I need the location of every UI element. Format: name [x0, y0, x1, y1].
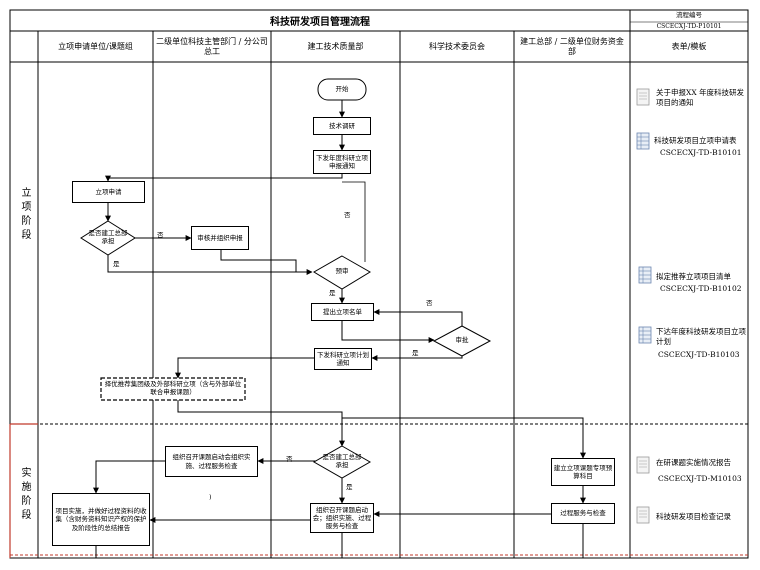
label-yes-3: 是	[412, 349, 419, 357]
node-is-hq: 是否建工总部承担	[322, 453, 362, 469]
node-approval: 审批	[455, 336, 469, 345]
node-survey: 技术调研	[313, 117, 371, 135]
label-yes-1: 是	[113, 260, 120, 268]
spreadsheet-icon	[636, 132, 650, 150]
stray-mark: )	[209, 493, 212, 501]
template-0-text: 关于申报XX 年度科技研发项目的通知	[656, 88, 745, 108]
stage-label-impl: 实施阶段	[19, 467, 30, 523]
node-issue-plan: 下发科研立项计划通知	[314, 348, 372, 370]
template-4-text: 在研课题实施情况报告	[656, 458, 731, 467]
node-kickoff-sub: 组织召开课题启动会组织实施、过程服务检查	[165, 446, 258, 477]
document-icon	[636, 506, 650, 524]
decision-approve-hq	[80, 220, 136, 256]
template-1-text: 科技研发项目立项申请表	[654, 136, 737, 145]
node-preliminary: 预审	[335, 267, 349, 276]
col-header-second-level: 二级单位科技主管部门 / 分公司总工	[156, 36, 268, 56]
node-apply: 立项申请	[72, 181, 145, 203]
stage-label-setup: 立项阶段	[19, 187, 30, 243]
node-implement: 项目实施，并做好过程资料的收集（含财务资料知识产权的保护及阶段性的总结报告	[52, 493, 150, 546]
document-icon	[636, 456, 650, 474]
node-issue-notice: 下发年度科研立项申报通知	[313, 150, 371, 174]
label-yes-4: 是	[346, 483, 353, 491]
node-review-organize: 审核并组织申报	[191, 226, 249, 250]
label-no-2: 否	[344, 211, 351, 219]
spreadsheet-icon	[638, 266, 652, 284]
label-no-3: 否	[426, 299, 433, 307]
document-icon	[636, 88, 650, 106]
template-3-code: CSCECXJ-TD-B10103	[658, 350, 740, 359]
template-2-code: CSCECXJ-TD-B10102	[660, 284, 742, 293]
outer-frame	[9, 9, 749, 559]
page-title: 科技研发项目管理流程	[270, 17, 370, 28]
doc-number-label: 流程编号	[676, 11, 702, 20]
col-header-apply: 立项申请单位/课题组	[58, 41, 133, 51]
col-header-stage	[10, 31, 38, 62]
node-publish: 择优推荐集团级及外部科研立项（含与外部单位联合申报课题）	[104, 380, 242, 396]
decision-preliminary	[313, 255, 371, 290]
node-submit-list: 提出立项名单	[311, 303, 374, 321]
decision-is-hq	[312, 445, 372, 479]
node-start: 开始	[335, 84, 349, 93]
spreadsheet-icon	[638, 326, 652, 344]
label-yes-2: 是	[329, 289, 336, 297]
decision-approval	[432, 325, 492, 357]
doc-number: CSCECXJ-TD-P10101	[656, 22, 722, 30]
start-terminal	[317, 78, 367, 101]
col-header-finance: 建工总部 / 二级单位财务资金部	[520, 36, 624, 56]
node-kickoff-hq: 组织召开课题启动会；组织实施、过程服务与检查	[310, 503, 374, 533]
template-1-code: CSCECXJ-TD-B10101	[660, 148, 742, 157]
node-approve-hq: 是否建工总部承担	[88, 229, 128, 245]
col-header-tech-quality: 建工技术质量部	[307, 41, 364, 51]
template-3-text: 下达年度科技研发项目立项计划	[656, 327, 746, 347]
label-no-1: 否	[157, 231, 164, 239]
template-5-text: 科技研发项目检查记录	[656, 512, 731, 521]
node-budget: 建立立项课题专项预算科目	[551, 458, 615, 486]
col-header-templates: 表单/模板	[671, 41, 707, 51]
template-4-code: CSCECXJ-TD-M10103	[658, 474, 742, 483]
col-header-committee: 科学技术委员会	[429, 41, 485, 51]
template-2-text: 拟定推荐立项项目清单	[656, 272, 731, 281]
publish-box-outline	[100, 377, 246, 401]
label-no-4: 否	[286, 455, 293, 463]
node-service: 过程服务与检查	[551, 503, 615, 524]
